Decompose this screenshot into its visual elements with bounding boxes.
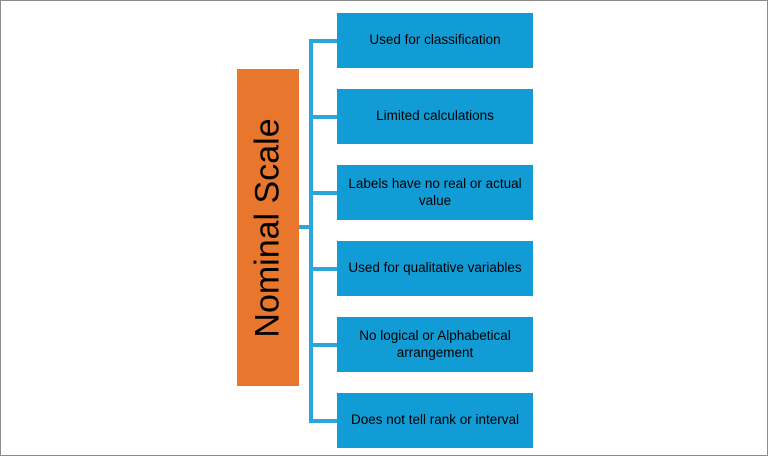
leaf-node-label: Used for qualitative variables	[348, 260, 522, 276]
connector-root-stem	[299, 225, 313, 229]
leaf-node-5[interactable]: No logical or Alphabetical arrangement	[337, 317, 533, 372]
leaf-node-3[interactable]: Labels have no real or actual value	[337, 165, 533, 220]
connector-branch-3	[309, 191, 337, 195]
leaf-node-2[interactable]: Limited calculations	[337, 89, 533, 144]
leaf-node-label: Limited calculations	[376, 108, 494, 124]
leaf-node-label: Does not tell rank or interval	[350, 412, 520, 428]
leaf-node-label: Used for classification	[369, 32, 501, 48]
leaf-node-6[interactable]: Does not tell rank or interval	[337, 393, 533, 448]
connector-branch-4	[309, 267, 337, 271]
leaf-node-1[interactable]: Used for classification	[337, 13, 533, 68]
connector-branch-5	[309, 343, 337, 347]
root-node-label: Nominal Scale	[249, 117, 287, 338]
leaf-node-4[interactable]: Used for qualitative variables	[337, 241, 533, 296]
connector-branch-6	[309, 419, 337, 423]
root-node-nominal-scale[interactable]: Nominal Scale	[237, 69, 299, 386]
connector-branch-2	[309, 115, 337, 119]
connector-branch-1	[309, 39, 337, 43]
leaf-node-label: Labels have no real or actual value	[348, 175, 522, 208]
connector-vertical-spine	[309, 39, 313, 423]
leaf-node-label: No logical or Alphabetical arrangement	[359, 327, 511, 360]
